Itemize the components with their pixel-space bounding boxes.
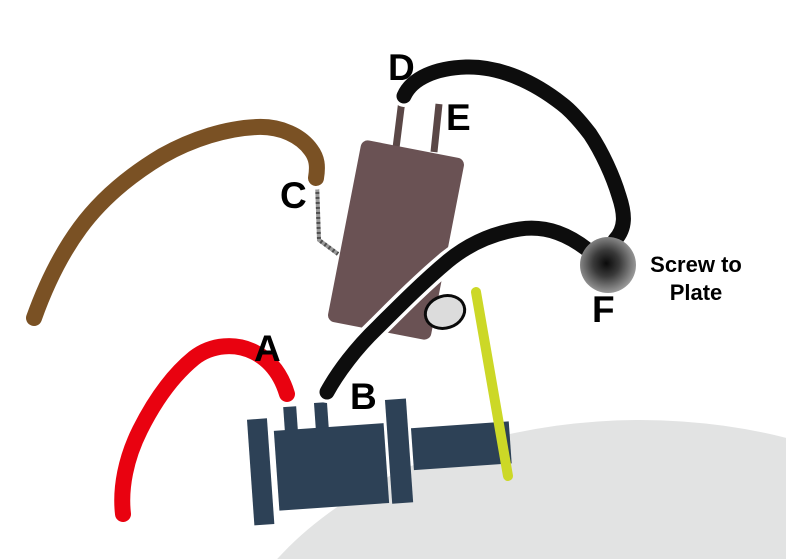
wire-b-black <box>319 220 596 400</box>
label-a: A <box>254 328 281 369</box>
coil-left-flange <box>246 418 275 526</box>
connector-tab <box>423 294 467 330</box>
relay-pin-d <box>392 99 406 149</box>
label-c: C <box>280 175 307 216</box>
coil-terminal-pin-right <box>313 402 330 433</box>
coil-right-flange <box>384 398 414 504</box>
screw-note-line1: Screw to <box>650 252 742 277</box>
label-d: D <box>388 47 415 88</box>
wire-d-black <box>396 59 631 248</box>
screw-note-line2: Plate <box>669 279 723 305</box>
coil-terminal-pin-left <box>283 406 299 438</box>
label-b: B <box>350 376 377 417</box>
coil-assembly <box>246 398 512 526</box>
label-f: F <box>592 289 615 330</box>
screw-f <box>580 237 636 293</box>
mounting-plate <box>277 420 786 559</box>
relay-lead-c-ribs <box>315 181 340 256</box>
label-e: E <box>446 97 471 138</box>
coil-body <box>273 423 390 511</box>
yellow-rod <box>471 287 513 481</box>
relay-pin-e <box>430 103 443 153</box>
screw-to-plate-note: Screw to Plate <box>622 251 770 307</box>
relay-lead-c-base <box>315 181 340 256</box>
wire-a-red <box>114 338 295 522</box>
coil-shaft <box>410 421 512 471</box>
wire-c-brown <box>26 118 325 326</box>
